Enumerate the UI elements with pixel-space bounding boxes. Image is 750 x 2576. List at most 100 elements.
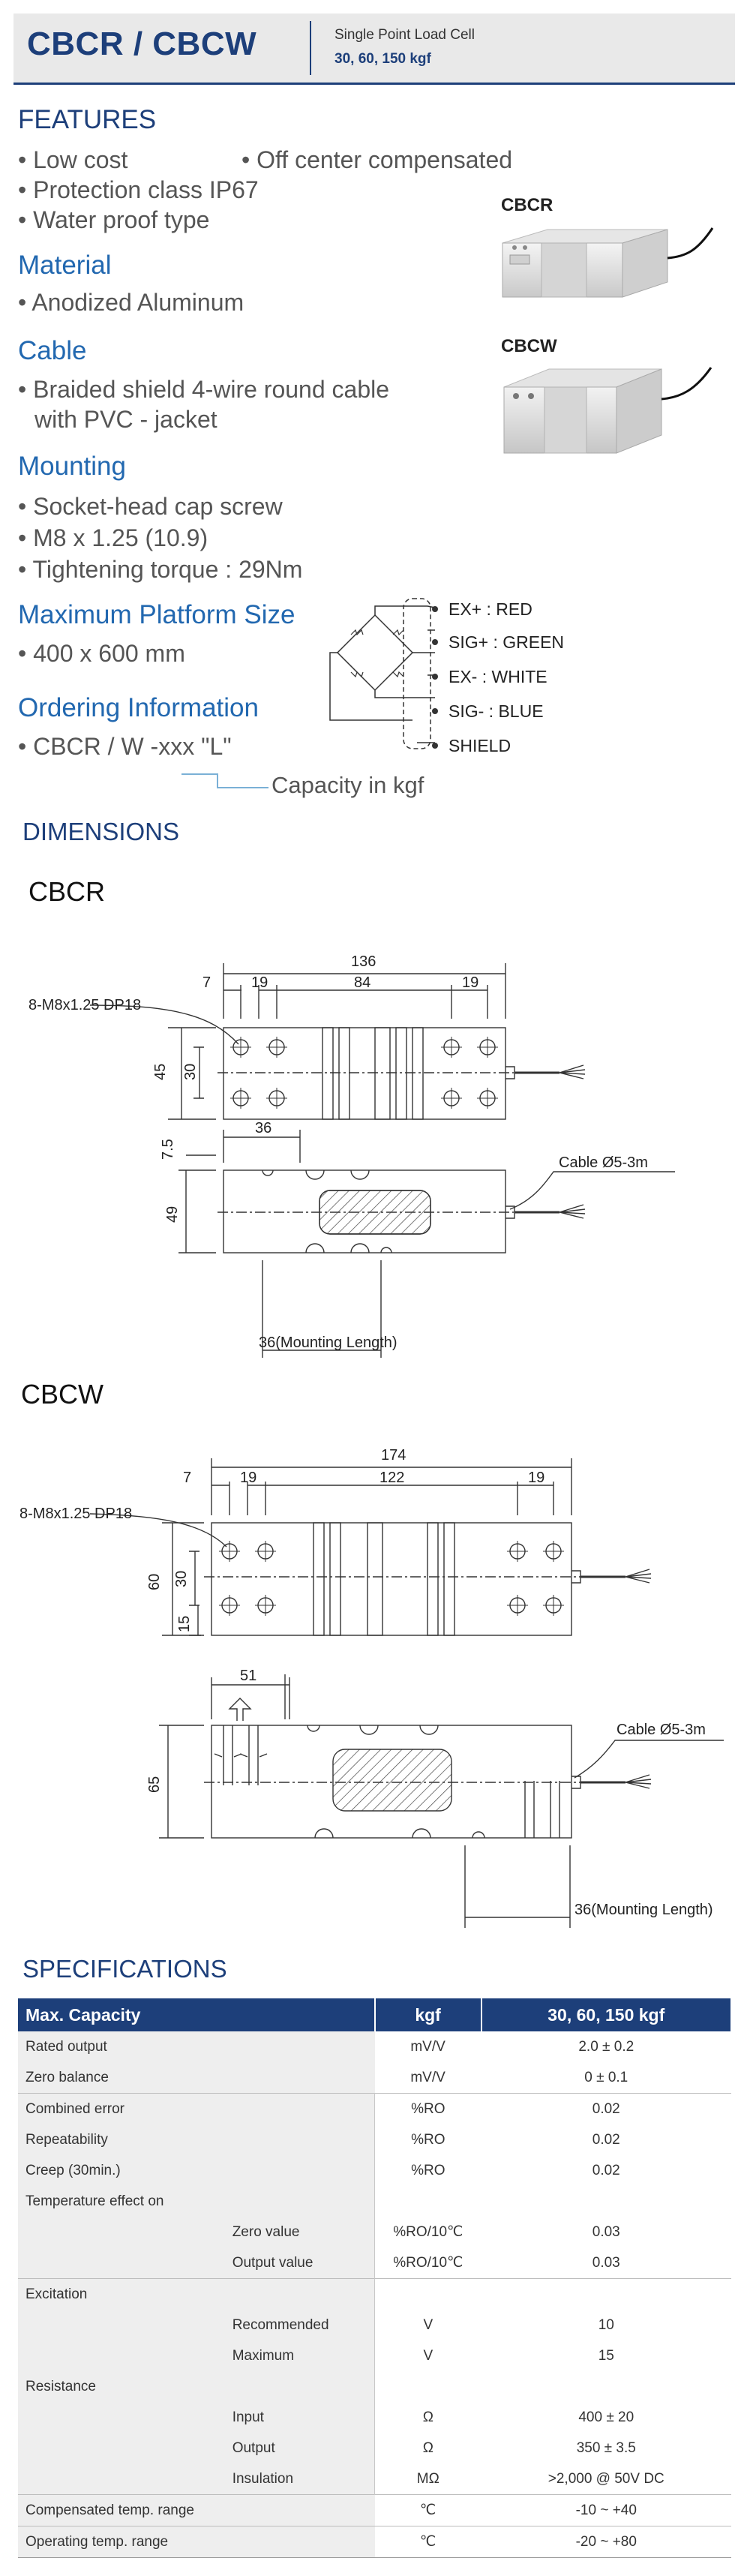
spec-sublabel: Insulation xyxy=(224,2463,376,2495)
spec-value: 0.02 xyxy=(481,2093,731,2124)
spec-value: 15 xyxy=(598,2347,614,2364)
spec-value xyxy=(481,2278,731,2310)
spec-label xyxy=(18,2340,225,2371)
product-subtitle: Single Point Load Cell xyxy=(334,27,475,43)
dim-49: 49 xyxy=(164,1206,181,1223)
spec-value: -10 ~ +40 xyxy=(481,2494,731,2526)
cbcw-label: CBCW xyxy=(21,1379,104,1410)
spec-label xyxy=(18,2217,225,2247)
cbcr-dimension-drawing: 136 7 19 84 19 8-M8x1.25 DP18 45 30 7.5 … xyxy=(28,953,675,1358)
dim-30: 30 xyxy=(173,1571,190,1587)
dim-7: 7 xyxy=(202,974,211,991)
spec-sublabel xyxy=(224,2124,376,2155)
spec-label: Resistance xyxy=(18,2371,225,2402)
dim-19-left: 19 xyxy=(240,1470,256,1486)
spec-sublabel: Output value xyxy=(224,2247,376,2279)
wire-exp: EX+ : RED xyxy=(448,599,532,619)
spec-sublabel xyxy=(224,2062,375,2094)
spec-label xyxy=(18,2402,225,2433)
spec-unit: mV/V xyxy=(410,2069,446,2085)
header-unit: kgf xyxy=(374,1998,482,2031)
wire-sigp: SIG+ : GREEN xyxy=(448,632,564,652)
header-divider xyxy=(310,21,311,75)
spec-sublabel xyxy=(224,2186,376,2217)
spec-unit: %RO/10℃ xyxy=(393,2224,464,2240)
dim-7-5: 7.5 xyxy=(160,1139,176,1160)
dim-19-right: 19 xyxy=(462,974,478,991)
mounting-item: • Tightening torque : 29Nm xyxy=(18,556,303,583)
table-row: Temperature effect on xyxy=(18,2186,731,2217)
spec-sublabel xyxy=(224,2494,375,2526)
dim-30: 30 xyxy=(182,1064,199,1080)
ordering-leader-line xyxy=(182,773,268,788)
feature-item: • Protection class IP67 xyxy=(18,176,259,203)
cbcr-label: CBCR xyxy=(28,876,106,907)
dim-136: 136 xyxy=(351,953,376,970)
spec-label: Zero balance xyxy=(18,2062,225,2094)
dim-36: 36 xyxy=(255,1120,272,1136)
spec-label: Combined error xyxy=(18,2093,225,2124)
spec-value: 0.02 xyxy=(592,2131,620,2148)
screw-spec: 8-M8x1.25 DP18 xyxy=(28,997,141,1013)
spec-unit xyxy=(375,2186,482,2217)
cbcw-mounting-length: 36(Mounting Length) xyxy=(574,1902,713,1918)
dim-45: 45 xyxy=(152,1064,169,1080)
cable-item: • Braided shield 4-wire round cable xyxy=(18,376,390,403)
ordering-code: • CBCR / W -xxx "L" xyxy=(18,733,232,760)
table-row: Excitation xyxy=(18,2278,731,2310)
spec-unit: ℃ xyxy=(374,2526,482,2558)
spec-sublabel xyxy=(224,2155,376,2186)
ordering-heading: Ordering Information xyxy=(18,693,259,722)
product-title: CBCR / CBCW xyxy=(27,26,257,62)
dim-60: 60 xyxy=(146,1574,163,1590)
page-header: CBCR / CBCW Single Point Load Cell 30, 6… xyxy=(14,14,735,85)
material-item: • Anodized Aluminum xyxy=(18,289,244,316)
spec-value xyxy=(482,2371,731,2402)
dim-51: 51 xyxy=(240,1668,256,1684)
specifications-table: Max. Capacity kgf 30, 60, 150 kgf Rated … xyxy=(18,1998,733,2558)
spec-value: 10 xyxy=(598,2316,614,2333)
spec-unit xyxy=(374,2278,482,2310)
cable-item-continued: with PVC - jacket xyxy=(34,406,218,433)
mounting-item: • Socket-head cap screw xyxy=(18,493,283,520)
spec-sublabel xyxy=(224,2526,375,2558)
spec-label: Excitation xyxy=(18,2278,225,2310)
spec-label xyxy=(18,2247,225,2279)
spec-sublabel: Maximum xyxy=(224,2340,376,2371)
table-row: Compensated temp. range℃-10 ~ +40 xyxy=(18,2494,731,2526)
spec-value: 0.02 xyxy=(592,2162,620,2178)
spec-value: 2.0 ± 0.2 xyxy=(578,2038,634,2055)
cable-heading: Cable xyxy=(18,336,87,365)
table-header-row: Max. Capacity kgf 30, 60, 150 kgf xyxy=(18,1998,733,2031)
spec-unit: %RO/10℃ xyxy=(393,2255,464,2271)
dim-19-right: 19 xyxy=(528,1470,544,1486)
spec-label: Repeatability xyxy=(18,2124,225,2155)
dim-84: 84 xyxy=(354,974,370,991)
platform-heading: Maximum Platform Size xyxy=(18,600,296,629)
cbcw-dimension-drawing: 174 7 19 122 19 8-M8x1.25 DP18 60 30 15 … xyxy=(20,1447,724,1928)
spec-unit: %RO xyxy=(374,2093,482,2124)
cbcr-photo xyxy=(495,213,720,311)
spec-sublabel xyxy=(224,2278,376,2310)
dim-7: 7 xyxy=(183,1470,191,1486)
spec-label: Creep (30min.) xyxy=(18,2155,225,2186)
feature-item: • Low cost xyxy=(18,146,128,173)
mounting-item: • M8 x 1.25 (10.9) xyxy=(18,524,208,551)
spec-sublabel: Output xyxy=(224,2433,376,2463)
spec-label: Rated output xyxy=(18,2031,225,2062)
wire-sigm: SIG- : BLUE xyxy=(448,701,544,721)
cbcw-cable-spec: Cable Ø5-3m xyxy=(616,1722,706,1738)
dim-65: 65 xyxy=(146,1776,163,1793)
spec-unit: Ω xyxy=(422,2409,434,2425)
spec-unit: V xyxy=(423,2347,434,2364)
